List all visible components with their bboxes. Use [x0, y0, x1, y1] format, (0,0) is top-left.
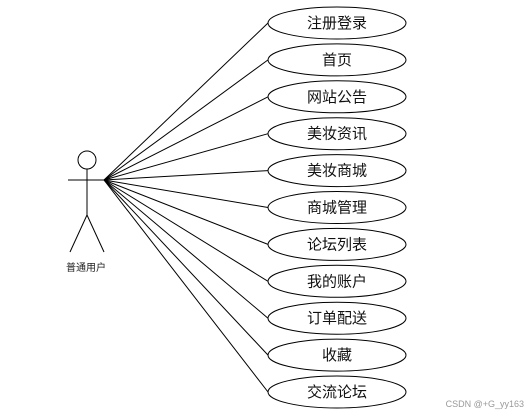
use-case-label: 注册登录: [307, 14, 367, 32]
use-case-label: 我的账户: [307, 272, 367, 290]
actor-head: [77, 150, 97, 170]
use-case-ellipse: [267, 227, 407, 261]
use-case-label: 商城管理: [307, 199, 367, 217]
association-line: [103, 170, 269, 181]
association-line: [103, 179, 269, 319]
association-line: [103, 179, 269, 393]
actor-left-leg: [69, 214, 88, 253]
use-case-label: 收藏: [322, 346, 352, 364]
association-line: [103, 179, 269, 282]
use-case-label: 交流论坛: [307, 383, 367, 401]
use-case: 交流论坛: [267, 375, 407, 409]
use-case: 商城管理: [267, 191, 407, 224]
actor: 普通用户: [66, 150, 106, 274]
use-case-ellipse: [267, 375, 407, 409]
use-case-ellipse: [267, 43, 407, 77]
association-line: [103, 59, 269, 181]
association-line: [103, 179, 269, 245]
use-case-label: 网站公告: [307, 88, 367, 106]
use-case: 首页: [267, 43, 407, 77]
use-case-ellipse: [267, 191, 407, 224]
use-case: 美妆商城: [267, 154, 407, 188]
use-case-ellipse: [267, 80, 407, 114]
watermark: CSDN @+G_yy163: [446, 399, 524, 409]
association-line: [103, 22, 269, 181]
use-case: 订单配送: [267, 301, 407, 335]
use-case-label: 美妆商城: [307, 162, 367, 180]
use-case: 美妆资讯: [267, 117, 407, 151]
use-case-label: 论坛列表: [307, 235, 367, 253]
use-case-ellipse: [267, 338, 407, 372]
association-line: [103, 179, 269, 208]
use-case-ellipse: [267, 154, 407, 188]
use-case-label: 订单配送: [307, 309, 367, 327]
use-case: 网站公告: [267, 80, 407, 114]
use-case: 收藏: [267, 338, 407, 372]
use-case: 论坛列表: [267, 227, 407, 261]
use-case-label: 美妆资讯: [307, 125, 367, 143]
actor-right-leg: [86, 214, 105, 253]
use-case-ellipse: [267, 6, 407, 40]
use-case-ellipse: [267, 264, 407, 298]
association-line: [103, 179, 269, 356]
use-case: 我的账户: [267, 264, 407, 298]
association-line: [103, 133, 269, 181]
association-line: [103, 96, 269, 181]
use-case: 注册登录: [267, 6, 407, 40]
use-case-label: 首页: [322, 51, 352, 69]
actor-label: 普通用户: [66, 261, 106, 274]
association-lines: [103, 22, 269, 393]
use-case-ellipse: [267, 301, 407, 335]
use-case-ellipse: [267, 117, 407, 151]
